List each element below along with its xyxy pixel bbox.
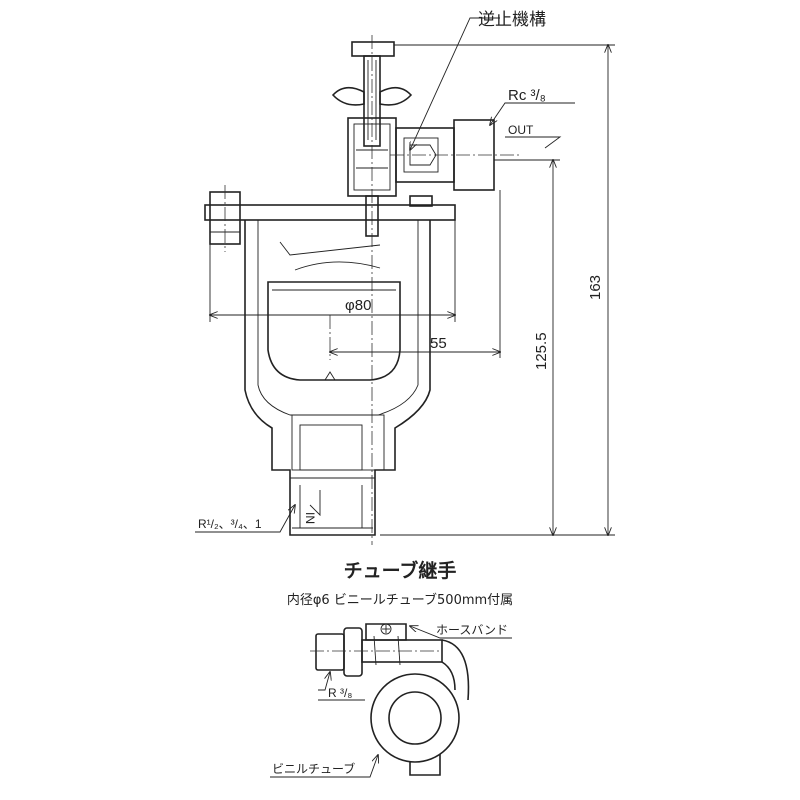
tube-fitting-title: チューブ継手 (344, 559, 457, 582)
air-valve-body (204, 35, 520, 545)
hose-band-label: ホースバンド (436, 623, 508, 637)
outlet-label: OUT (508, 123, 534, 137)
diameter-dimension: φ80 (345, 297, 371, 314)
outlet-offset-dimension: 55 (430, 335, 447, 352)
tube-fitting-note: 内径φ6 ビニールチューブ500mm付属 (287, 592, 513, 608)
inlet-thread-label: R¹/₂、³/₄、1 (198, 517, 262, 531)
check-mechanism-label: 逆止機構 (478, 10, 546, 30)
inlet-label: IN (303, 512, 317, 524)
fitting-thread-label: R ³/₈ (328, 686, 352, 700)
dimension-lines (195, 17, 615, 535)
outlet-height-dimension: 125.5 (533, 332, 550, 370)
outlet-thread-label: Rc ³/₈ (508, 87, 546, 104)
total-height-dimension: 163 (587, 275, 604, 300)
vinyl-tube-label: ビニルチューブ (272, 761, 355, 776)
tube-fitting-drawing (270, 623, 512, 778)
